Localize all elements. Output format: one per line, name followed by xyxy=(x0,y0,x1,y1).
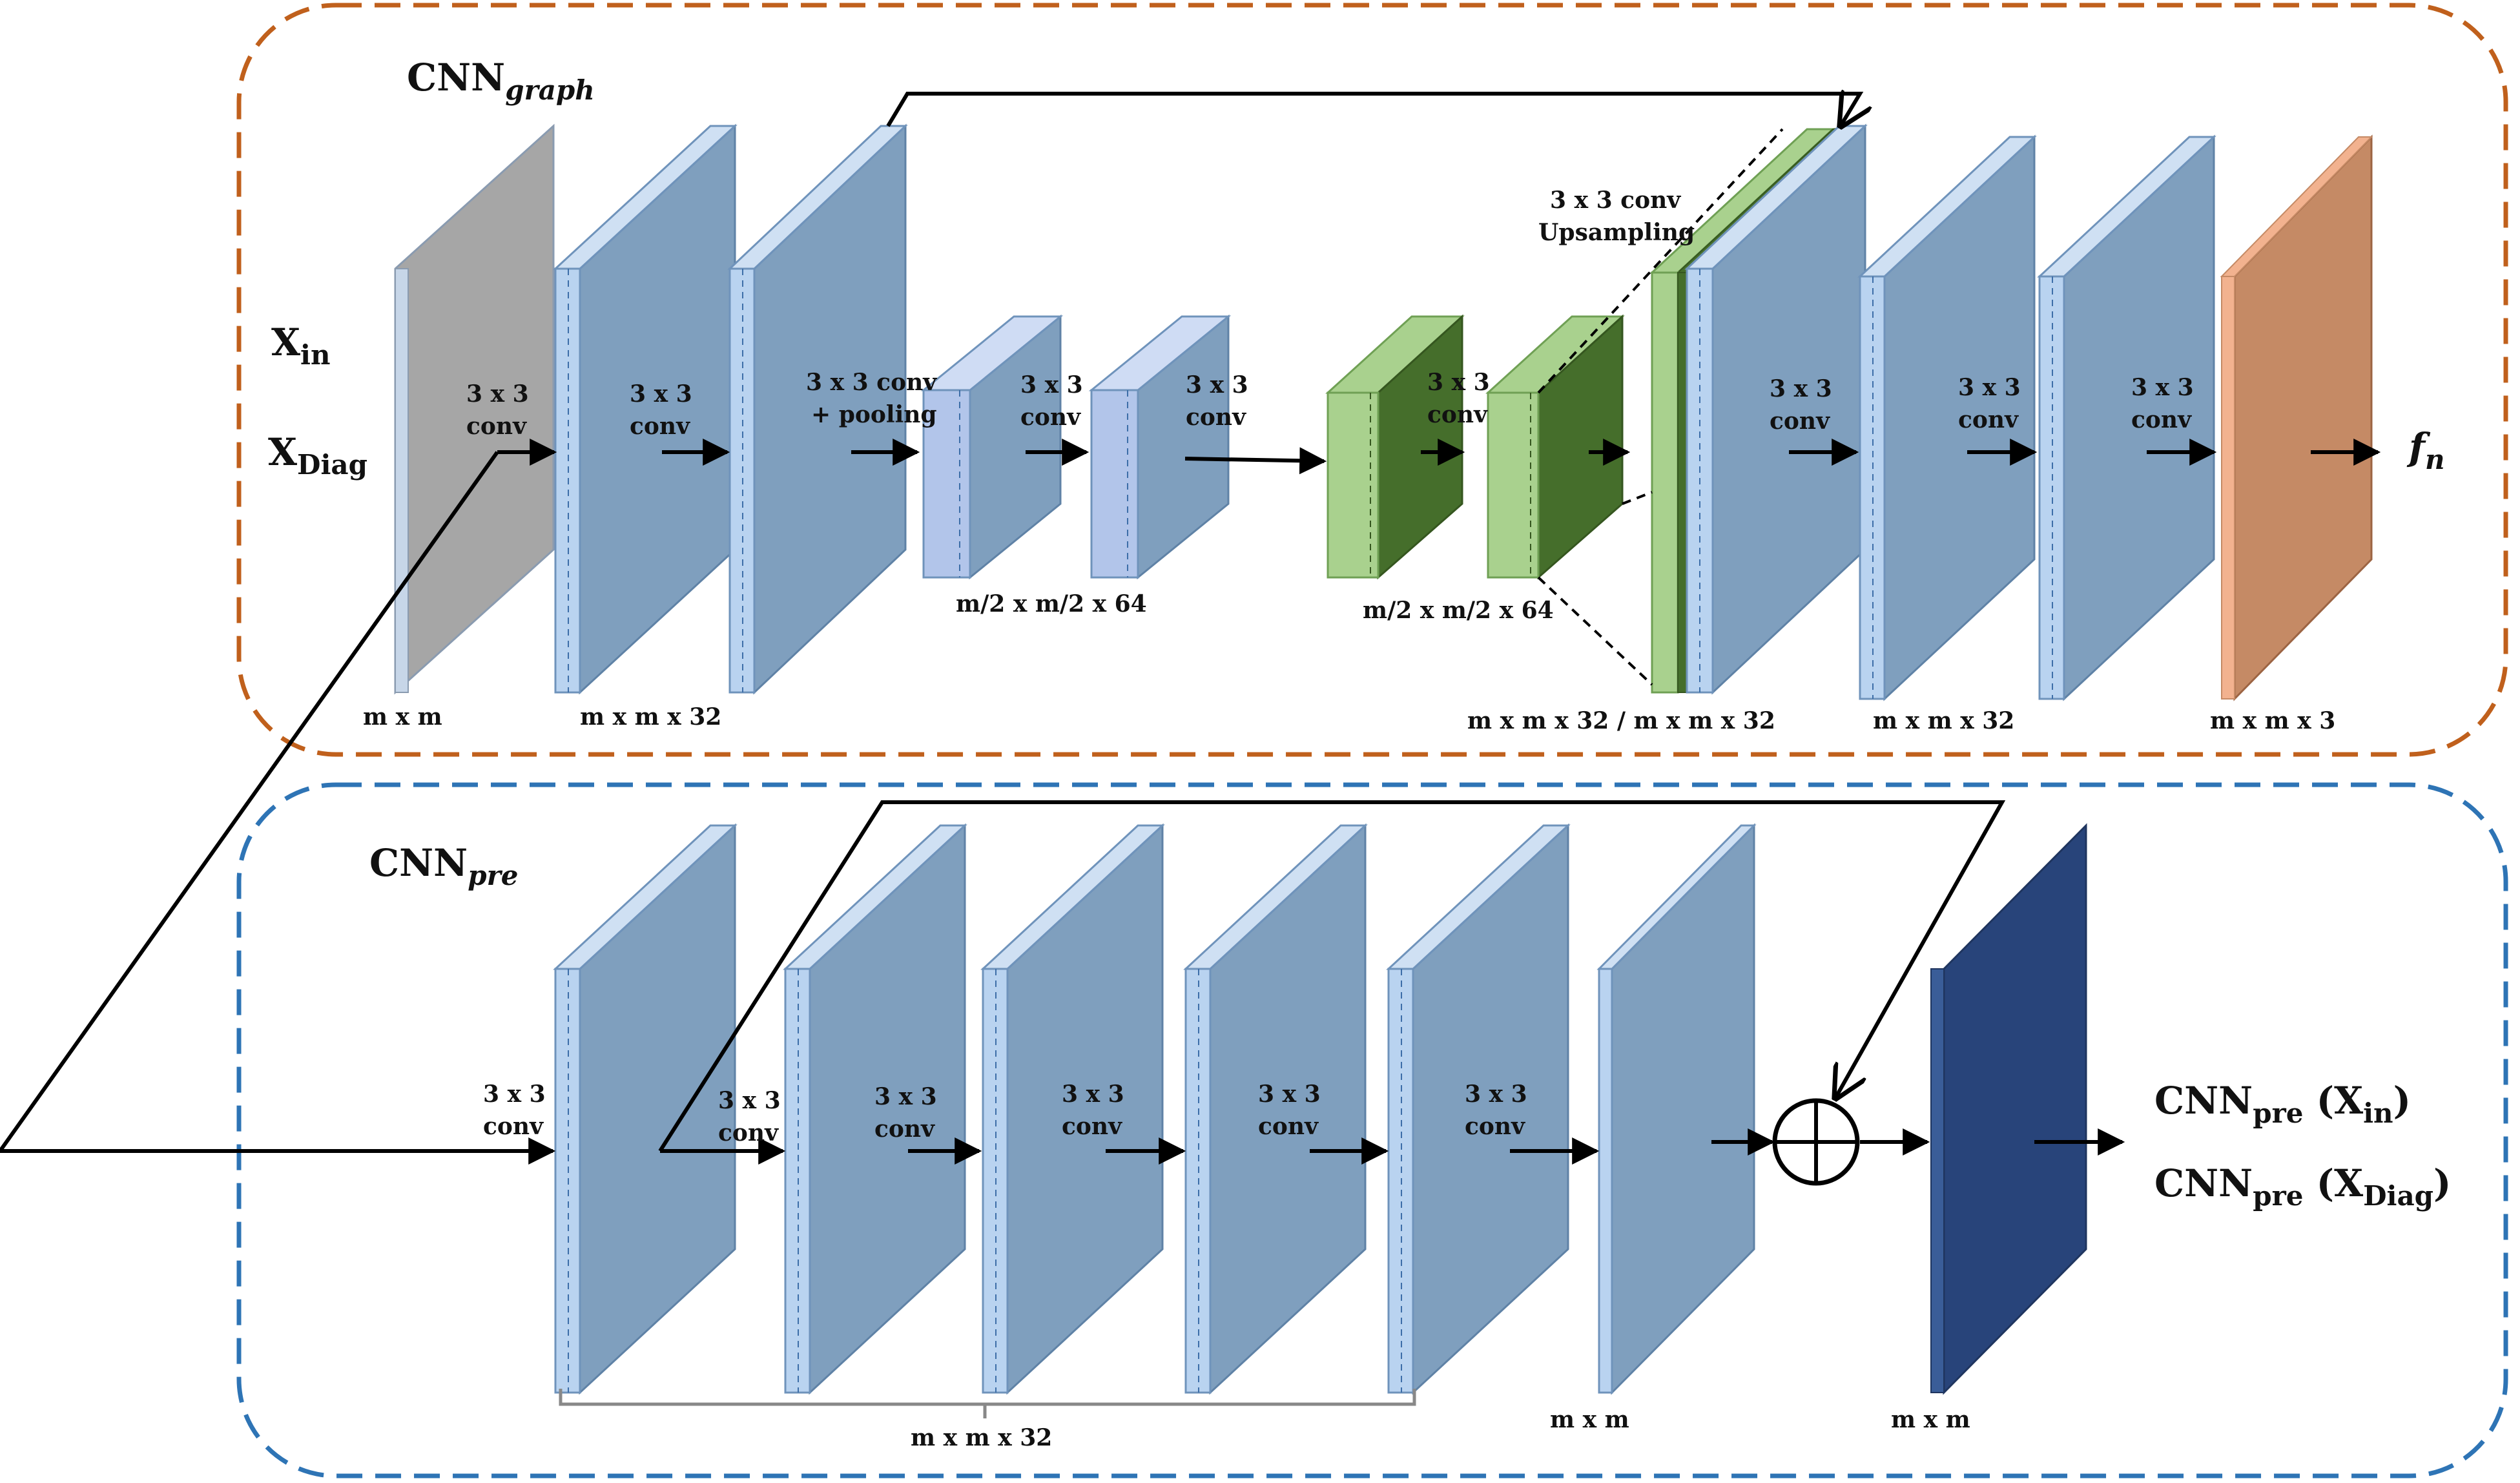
upsample-guides xyxy=(1537,128,1784,686)
svg-text:conv: conv xyxy=(1258,1113,1319,1140)
svg-text:conv: conv xyxy=(1186,404,1246,431)
conv-layer-bottom-6 xyxy=(1596,823,1757,1395)
conv-layer-top-2 xyxy=(727,123,908,695)
bottom-skip-connection xyxy=(658,800,2006,1152)
svg-text:3 x 3: 3 x 3 xyxy=(874,1083,937,1110)
svg-text:3 x 3: 3 x 3 xyxy=(2131,374,2194,401)
svg-text:m/2 x m/2 x 64: m/2 x m/2 x 64 xyxy=(956,590,1147,617)
svg-text:3 x 3: 3 x 3 xyxy=(1770,375,1832,402)
svg-text:conv: conv xyxy=(466,413,527,440)
svg-text:m x m x 32 / m x m x 32: m x m x 32 / m x m x 32 xyxy=(1467,707,1775,734)
conv-layer-top-6 xyxy=(2037,134,2216,701)
output-cnnpre-xin: CNNpre (Xin) xyxy=(2154,1079,2411,1129)
output-cnnpre-xdiag: CNNpre (XDiag) xyxy=(2154,1161,2452,1212)
svg-text:3 x 3: 3 x 3 xyxy=(1020,371,1083,399)
conv-layer-bottom-5 xyxy=(1386,823,1571,1395)
svg-text:3 x 3: 3 x 3 xyxy=(466,380,529,408)
svg-text:3 x 3 conv: 3 x 3 conv xyxy=(806,369,937,396)
svg-text:3 x 3: 3 x 3 xyxy=(1062,1081,1124,1108)
conv-layer-bottom-2 xyxy=(783,823,967,1395)
top-arrows xyxy=(497,439,2381,475)
cnn-graph-panel xyxy=(236,3,2508,757)
svg-text:3 x 3: 3 x 3 xyxy=(1186,371,1248,399)
svg-text:3 x 3: 3 x 3 xyxy=(1958,374,2021,401)
svg-text:m x m: m x m xyxy=(363,703,442,731)
svg-text:m x m: m x m xyxy=(1550,1406,1629,1433)
conv-layer-bottom-3 xyxy=(980,823,1165,1395)
svg-text:m x m x 32: m x m x 32 xyxy=(580,703,721,731)
svg-text:Upsampling: Upsampling xyxy=(1538,219,1695,246)
svg-text:conv: conv xyxy=(483,1113,544,1140)
bottom-op-labels: 3 x 3 conv 3 x 3 conv 3 x 3 conv 3 x 3 c… xyxy=(483,1081,1527,1146)
conv-layer-top-5 xyxy=(1857,134,2037,701)
svg-text:conv: conv xyxy=(1770,408,1830,435)
input-feed-connection xyxy=(0,451,556,1165)
bottom-dim-labels: m x m x 32 m x m m x m xyxy=(911,1406,1970,1451)
svg-text:m x m x 32: m x m x 32 xyxy=(911,1424,1052,1451)
svg-text:m/2 x m/2 x 64: m/2 x m/2 x 64 xyxy=(1363,597,1554,624)
output-layer-top xyxy=(2220,134,2373,701)
svg-text:conv: conv xyxy=(1020,404,1081,431)
svg-text:conv: conv xyxy=(1465,1113,1525,1140)
green-layer-2 xyxy=(1485,314,1625,580)
concat-layer xyxy=(1649,123,1868,695)
svg-text:conv: conv xyxy=(718,1119,779,1146)
output-label-fn: fn xyxy=(2406,425,2445,475)
top-skip-connection xyxy=(886,94,1860,126)
svg-text:conv: conv xyxy=(2131,406,2192,433)
conv-layer-bottom-1 xyxy=(553,823,738,1395)
svg-text:conv: conv xyxy=(1062,1113,1122,1140)
svg-text:3 x 3: 3 x 3 xyxy=(630,380,692,408)
bottom-bracket xyxy=(559,1389,1416,1418)
conv-layer-top-3 xyxy=(920,314,1064,580)
bottom-arrows xyxy=(660,1128,2125,1165)
sum-node xyxy=(1772,1098,1860,1186)
input-label-xdiag: XDiag xyxy=(268,430,367,481)
svg-text:conv: conv xyxy=(874,1115,935,1143)
svg-text:+ pooling: + pooling xyxy=(811,401,937,428)
top-dim-labels: m x m m x m x 32 m/2 x m/2 x 64 m/2 x m/… xyxy=(363,590,2335,734)
green-layer-1 xyxy=(1325,314,1465,580)
svg-text:conv: conv xyxy=(1427,401,1488,428)
conv-layer-bottom-4 xyxy=(1183,823,1368,1395)
svg-text:3 x 3: 3 x 3 xyxy=(483,1081,546,1108)
cnn-pre-panel xyxy=(236,782,2508,1478)
cnn-graph-title: CNNgraph xyxy=(407,56,595,106)
final-layer xyxy=(1930,823,2087,1395)
input-label-xin: Xin xyxy=(271,320,331,371)
conv-layer-top-4 xyxy=(1088,314,1232,580)
svg-text:conv: conv xyxy=(1958,406,2019,433)
svg-text:m x m x 3: m x m x 3 xyxy=(2210,707,2335,734)
cnn-pre-title: CNNpre xyxy=(369,841,518,891)
input-layer xyxy=(394,123,555,695)
svg-text:3 x 3: 3 x 3 xyxy=(718,1087,781,1114)
svg-text:3 x 3 conv: 3 x 3 conv xyxy=(1550,187,1681,214)
conv-layer-top-1 xyxy=(553,123,738,695)
svg-text:conv: conv xyxy=(630,413,690,440)
svg-text:3 x 3: 3 x 3 xyxy=(1427,369,1490,396)
svg-text:m x m: m x m xyxy=(1891,1406,1970,1433)
svg-text:3 x 3: 3 x 3 xyxy=(1465,1081,1527,1108)
svg-text:3 x 3: 3 x 3 xyxy=(1258,1081,1321,1108)
svg-text:m x m x 32: m x m x 32 xyxy=(1873,707,2014,734)
top-op-labels: 3 x 3 conv 3 x 3 conv 3 x 3 conv + pooli… xyxy=(466,187,2194,440)
